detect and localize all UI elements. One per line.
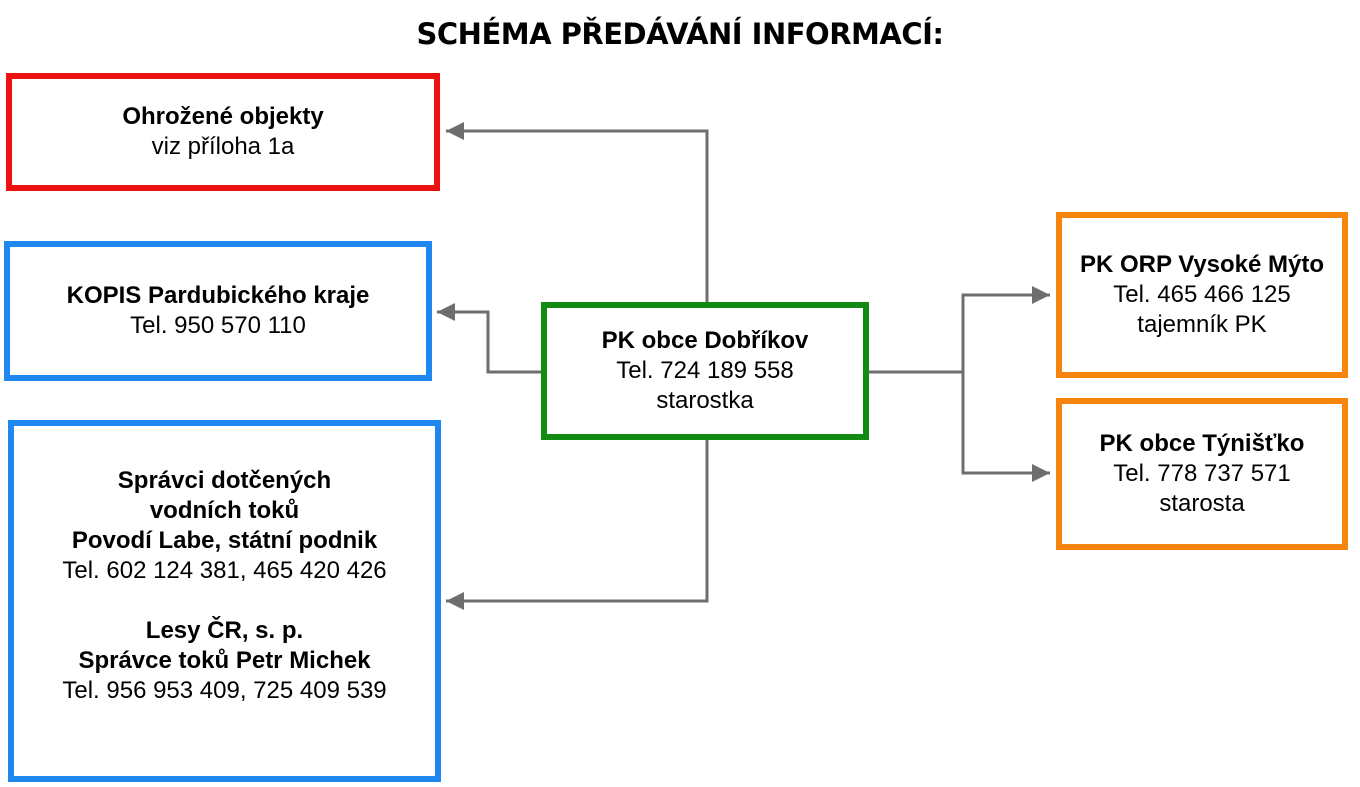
- arrowhead-tynistko: [1032, 464, 1050, 482]
- node-heading: Povodí Labe, státní podnik: [71, 527, 378, 554]
- node-orp-vysoke-myto: PK ORP Vysoké Mýto Tel. 465 466 125 taje…: [1056, 212, 1348, 378]
- arrowhead-water: [446, 592, 464, 610]
- arrow-to-tynistko: [961, 372, 1050, 475]
- arrowhead-threatened: [446, 122, 464, 140]
- arrowhead-orp: [1032, 286, 1050, 304]
- node-water-managers: Správci dotčených vodních toků Povodí La…: [8, 420, 441, 782]
- node-center-dobrikov: PK obce Dobříkov Tel. 724 189 558 staros…: [541, 302, 869, 440]
- node-heading: KOPIS Pardubického kraje: [66, 282, 370, 309]
- page-title: SCHÉMA PŘEDÁVÁNÍ INFORMACÍ:: [416, 17, 945, 51]
- node-phone: Tel. 465 466 125: [1113, 281, 1291, 308]
- node-role: tajemník PK: [1137, 311, 1267, 338]
- node-text: viz příloha 1a: [151, 133, 295, 160]
- node-threatened-objects: Ohrožené objekty viz příloha 1a: [6, 73, 440, 191]
- node-kopis: KOPIS Pardubického kraje Tel. 950 570 11…: [4, 241, 432, 381]
- node-heading: PK obce Týnišťko: [1099, 430, 1305, 457]
- arrow-to-kopis: [437, 310, 543, 374]
- node-phone: Tel. 778 737 571: [1113, 460, 1291, 487]
- node-heading: vodních toků: [149, 497, 300, 524]
- node-heading: Ohrožené objekty: [122, 103, 324, 130]
- node-heading: PK obce Dobříkov: [601, 327, 809, 354]
- arrow-to-water: [446, 437, 709, 603]
- arrow-to-orp: [961, 293, 1050, 372]
- node-phone: Tel. 950 570 110: [130, 312, 306, 339]
- arrowhead-kopis: [437, 303, 455, 321]
- node-role: starosta: [1159, 490, 1245, 517]
- node-heading: Správci dotčených: [117, 467, 332, 494]
- node-phone: Tel. 602 124 381, 465 420 426: [62, 557, 387, 584]
- node-heading: Lesy ČR, s. p.: [145, 617, 304, 644]
- node-heading: PK ORP Vysoké Mýto: [1079, 251, 1325, 278]
- node-tynistko: PK obce Týnišťko Tel. 778 737 571 staros…: [1056, 398, 1348, 550]
- node-role: starostka: [656, 387, 754, 414]
- node-phone: Tel. 956 953 409, 725 409 539: [62, 677, 387, 704]
- arrow-to-threatened: [446, 129, 709, 305]
- node-phone: Tel. 724 189 558: [616, 357, 794, 384]
- node-heading: Správce toků Petr Michek: [78, 647, 371, 674]
